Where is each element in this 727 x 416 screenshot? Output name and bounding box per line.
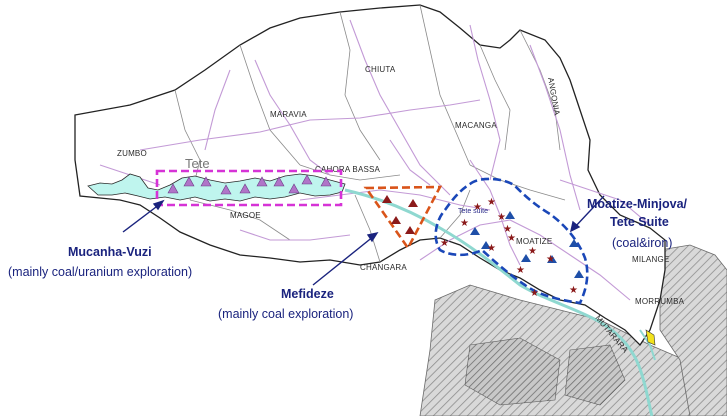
tete-suite-label: Tete suite (458, 208, 488, 215)
mucanha-title: Mucanha-Vuzi (68, 245, 152, 259)
district-label-zumbo: ZUMBO (117, 149, 147, 158)
svg-text:★: ★ (440, 238, 449, 249)
svg-text:★: ★ (530, 288, 539, 299)
district-label-magoe: MAGOE (230, 211, 261, 220)
district-label-cahora-bassa: CAHORA BASSA (315, 165, 381, 174)
zone-mefideze-triangle (363, 185, 443, 251)
moatize-subtitle: (coal&iron) (612, 236, 672, 250)
moatize-blue-markers (470, 211, 584, 278)
moatize-title-line1: Moatize-Minjova/ (587, 197, 688, 211)
district-label-moatize: MOATIZE (516, 237, 552, 246)
moatize-star-markers: ★ ★ ★ ★ ★ ★ ★ ★ ★ ★ ★ ★ ★ (440, 197, 578, 299)
svg-text:★: ★ (507, 233, 516, 244)
district-label-morrumbala: MORRUMBA (635, 297, 685, 306)
yellow-feature (645, 329, 656, 346)
mucanha-markers (167, 174, 332, 195)
svg-text:★: ★ (487, 243, 496, 254)
mefideze-title: Mefideze (281, 287, 334, 301)
svg-text:★: ★ (503, 224, 512, 235)
district-label-macanga: MACANGA (455, 121, 497, 130)
mefideze-subtitle: (mainly coal exploration) (218, 307, 353, 321)
zambezi-river (344, 188, 654, 416)
province-label: Tete (185, 156, 210, 171)
svg-text:★: ★ (569, 285, 578, 296)
shire-river (639, 329, 656, 361)
svg-text:★: ★ (497, 212, 506, 223)
zone-moatize-outline (434, 177, 589, 305)
district-label-milange: MILANGE (632, 255, 669, 264)
district-label-maravia: MARAVIA (270, 110, 307, 119)
moatize-title-line2: Tete Suite (610, 215, 669, 229)
hatched-subregion-2 (564, 344, 626, 406)
zone-mucanha-box (155, 169, 343, 207)
hatched-subregion (464, 337, 561, 406)
mefideze-markers (382, 195, 418, 234)
callout-arrows (122, 195, 605, 286)
svg-text:★: ★ (487, 197, 496, 208)
mucanha-subtitle: (mainly coal/uranium exploration) (8, 265, 192, 279)
hatched-region-east (659, 244, 727, 416)
svg-text:★: ★ (460, 218, 469, 229)
svg-text:★: ★ (516, 265, 525, 276)
svg-text:★: ★ (528, 246, 537, 257)
district-label-changara: CHANGARA (360, 263, 407, 272)
district-label-chiuta: CHIUTA (365, 65, 396, 74)
svg-text:★: ★ (473, 202, 482, 213)
svg-text:★: ★ (546, 254, 555, 265)
